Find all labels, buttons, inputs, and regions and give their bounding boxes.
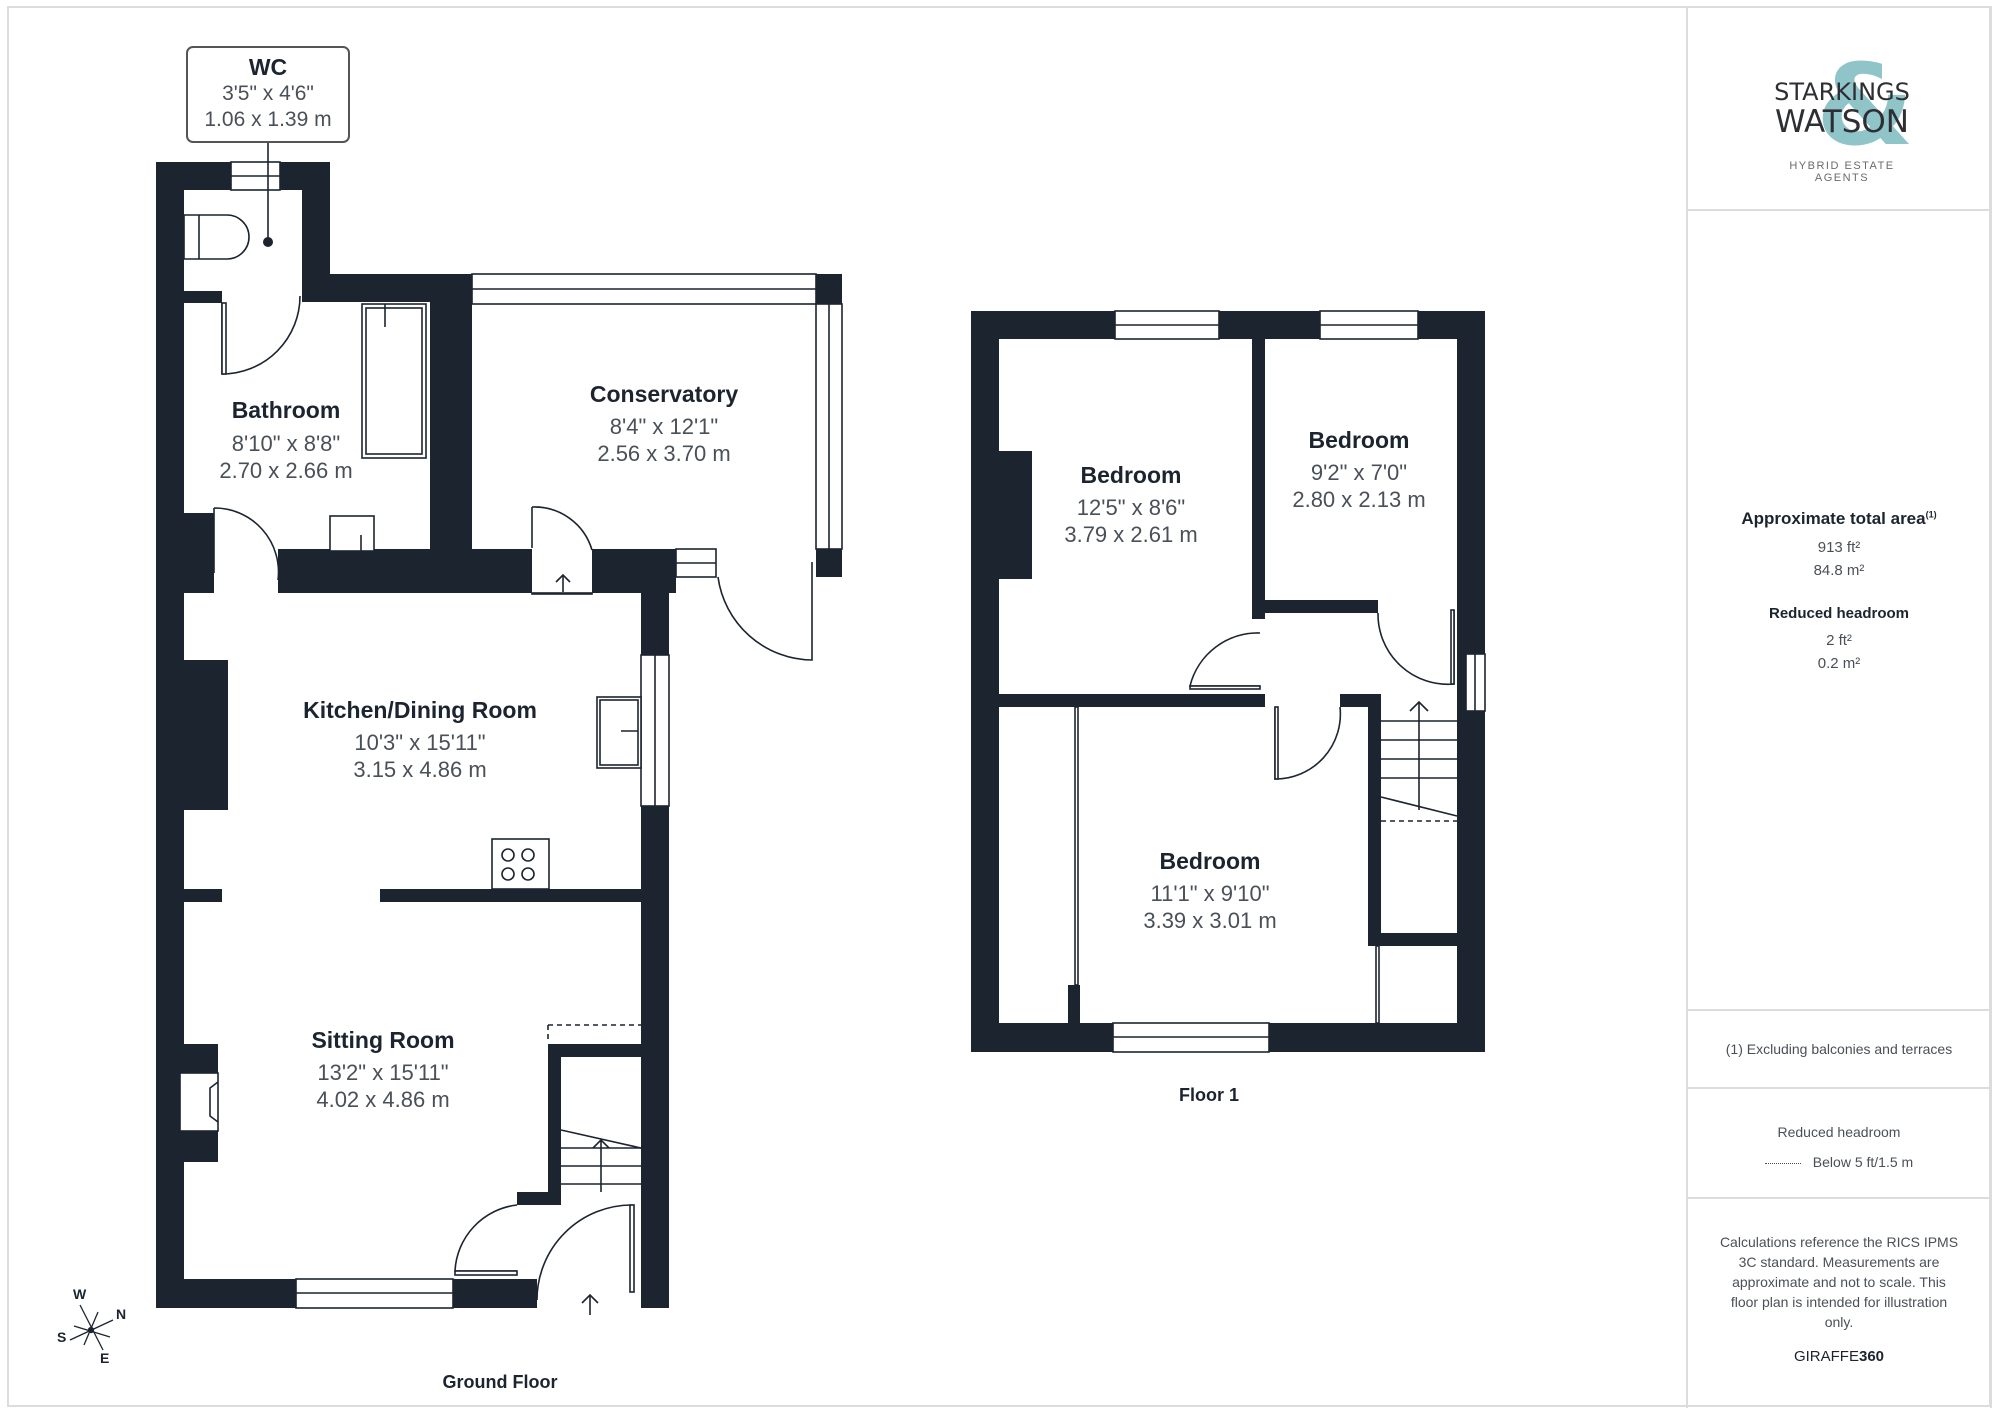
dim-metric: 4.02 x 4.86 m: [316, 1087, 450, 1112]
footnote-mark: (1): [1925, 509, 1937, 520]
room-dimensions-kitchen-dining: 10'3" x 15'11" 3.15 x 4.86 m: [353, 729, 486, 783]
compass-west: W: [73, 1286, 87, 1302]
room-dimensions-bedroom-2: 9'2" x 7'0" 2.80 x 2.13 m: [1292, 459, 1425, 513]
room-label-wc: WC 3'5" x 4'6" 1.06 x 1.39 m: [186, 46, 350, 143]
reduced-headroom-sqft: 2 ft²: [1826, 632, 1852, 649]
dim-imperial: 12'5" x 8'6": [1076, 495, 1186, 520]
giraffe360-brand: GIRAFFE360: [1688, 1348, 1990, 1365]
dim-metric: 3.39 x 3.01 m: [1143, 908, 1277, 933]
reduced-headroom-sqm: 0.2 m²: [1817, 655, 1861, 672]
logo-line-2: WATSON: [1775, 104, 1909, 140]
area-sqft: 913 ft²: [1817, 539, 1861, 556]
floor-1-walls: [971, 311, 1485, 1052]
room-dimensions-conservatory: 8'4" x 12'1" 2.56 x 3.70 m: [597, 413, 730, 467]
floor-label-floor-1: Floor 1: [1178, 1085, 1240, 1105]
dim-metric: 2.80 x 2.13 m: [1292, 487, 1426, 512]
dim-metric: 3.15 x 4.86 m: [353, 757, 487, 782]
room-dimensions-bedroom-1: 12'5" x 8'6" 3.79 x 2.61 m: [1064, 494, 1197, 548]
info-sidebar: & STARKINGS WATSON HYBRID ESTATE AGENTS …: [1686, 6, 1992, 1408]
area-title: Approximate total area(1): [1688, 509, 1990, 529]
area-sqm: 84.8 m²: [1813, 562, 1865, 579]
dim-imperial: 13'2" x 15'11": [317, 1060, 449, 1085]
logo-tagline: HYBRID ESTATE AGENTS: [1789, 160, 1895, 184]
sidebar-footnote-section: (1) Excluding balconies and terraces: [1688, 1011, 1990, 1089]
compass-east: E: [100, 1350, 110, 1366]
sidebar-legend-section: Reduced headroom Below 5 ft/1.5 m: [1688, 1089, 1990, 1199]
room-dimensions-bathroom: 8'10" x 8'8" 2.70 x 2.66 m: [219, 430, 352, 484]
dim-imperial: 8'4" x 12'1": [609, 414, 719, 439]
area-summary: Approximate total area(1) 913 ft² 84.8 m…: [1688, 509, 1990, 672]
reduced-headroom-title: Reduced headroom: [1768, 605, 1910, 622]
area-title-text: Approximate total area: [1741, 509, 1926, 528]
room-name-bedroom-2: Bedroom: [1308, 427, 1410, 453]
sidebar-logo-section: & STARKINGS WATSON HYBRID ESTATE AGENTS: [1688, 6, 1990, 211]
room-name-bathroom: Bathroom: [231, 397, 341, 423]
compass-south: S: [57, 1329, 67, 1345]
room-dimensions-sitting-room: 13'2" x 15'11" 4.02 x 4.86 m: [316, 1059, 449, 1113]
room-name-conservatory: Conservatory: [589, 381, 739, 407]
ampersand-logo-icon: &: [1816, 41, 1914, 171]
ground-floor-walls: [156, 162, 842, 1308]
sidebar-area-section: Approximate total area(1) 913 ft² 84.8 m…: [1688, 211, 1990, 1011]
room-dimensions-bedroom-3: 11'1" x 9'10" 3.39 x 3.01 m: [1143, 880, 1276, 934]
dim-metric: 2.70 x 2.66 m: [219, 458, 353, 483]
room-name-bedroom-3: Bedroom: [1159, 848, 1261, 874]
room-name-sitting-room: Sitting Room: [311, 1027, 455, 1053]
room-dimensions-metric: 1.06 x 1.39 m: [204, 108, 332, 131]
room-name-bedroom-1: Bedroom: [1080, 462, 1182, 488]
legend-title: Reduced headroom: [1777, 1124, 1901, 1140]
disclaimer-text: Calculations reference the RICS IPMS 3C …: [1719, 1234, 1959, 1330]
footnote-text: (1) Excluding balconies and terraces: [1725, 1041, 1953, 1057]
room-name-kitchen-dining: Kitchen/Dining Room: [303, 697, 537, 723]
dim-imperial: 8'10" x 8'8": [231, 431, 341, 456]
floor-1-stairs: [1380, 700, 1458, 822]
dim-imperial: 9'2" x 7'0": [1310, 460, 1408, 485]
brand-suffix: 360: [1858, 1348, 1885, 1365]
dim-imperial: 11'1" x 9'10": [1150, 881, 1270, 906]
room-dimensions-imperial: 3'5" x 4'6": [222, 82, 314, 105]
legend-item-label: Below 5 ft/1.5 m: [1812, 1154, 1914, 1170]
legend-item-reduced-headroom: Below 5 ft/1.5 m: [1688, 1154, 1990, 1170]
brand-prefix: GIRAFFE: [1793, 1348, 1859, 1365]
room-name: WC: [248, 54, 288, 80]
dotted-line-icon: [1764, 1162, 1801, 1164]
dim-metric: 3.79 x 2.61 m: [1064, 522, 1198, 547]
sidebar-disclaimer-section: Calculations reference the RICS IPMS 3C …: [1688, 1199, 1990, 1406]
dim-imperial: 10'3" x 15'11": [354, 730, 486, 755]
logo-line-1: STARKINGS: [1774, 78, 1910, 106]
ground-floor-stairs: [560, 1129, 642, 1192]
compass-rose-icon: [69, 1304, 114, 1351]
starkings-watson-logo: & STARKINGS WATSON HYBRID ESTATE AGENTS: [1772, 50, 1914, 184]
dim-metric: 2.56 x 3.70 m: [597, 441, 731, 466]
floor-label-ground: Ground Floor: [442, 1372, 558, 1392]
compass-north: N: [116, 1306, 127, 1322]
